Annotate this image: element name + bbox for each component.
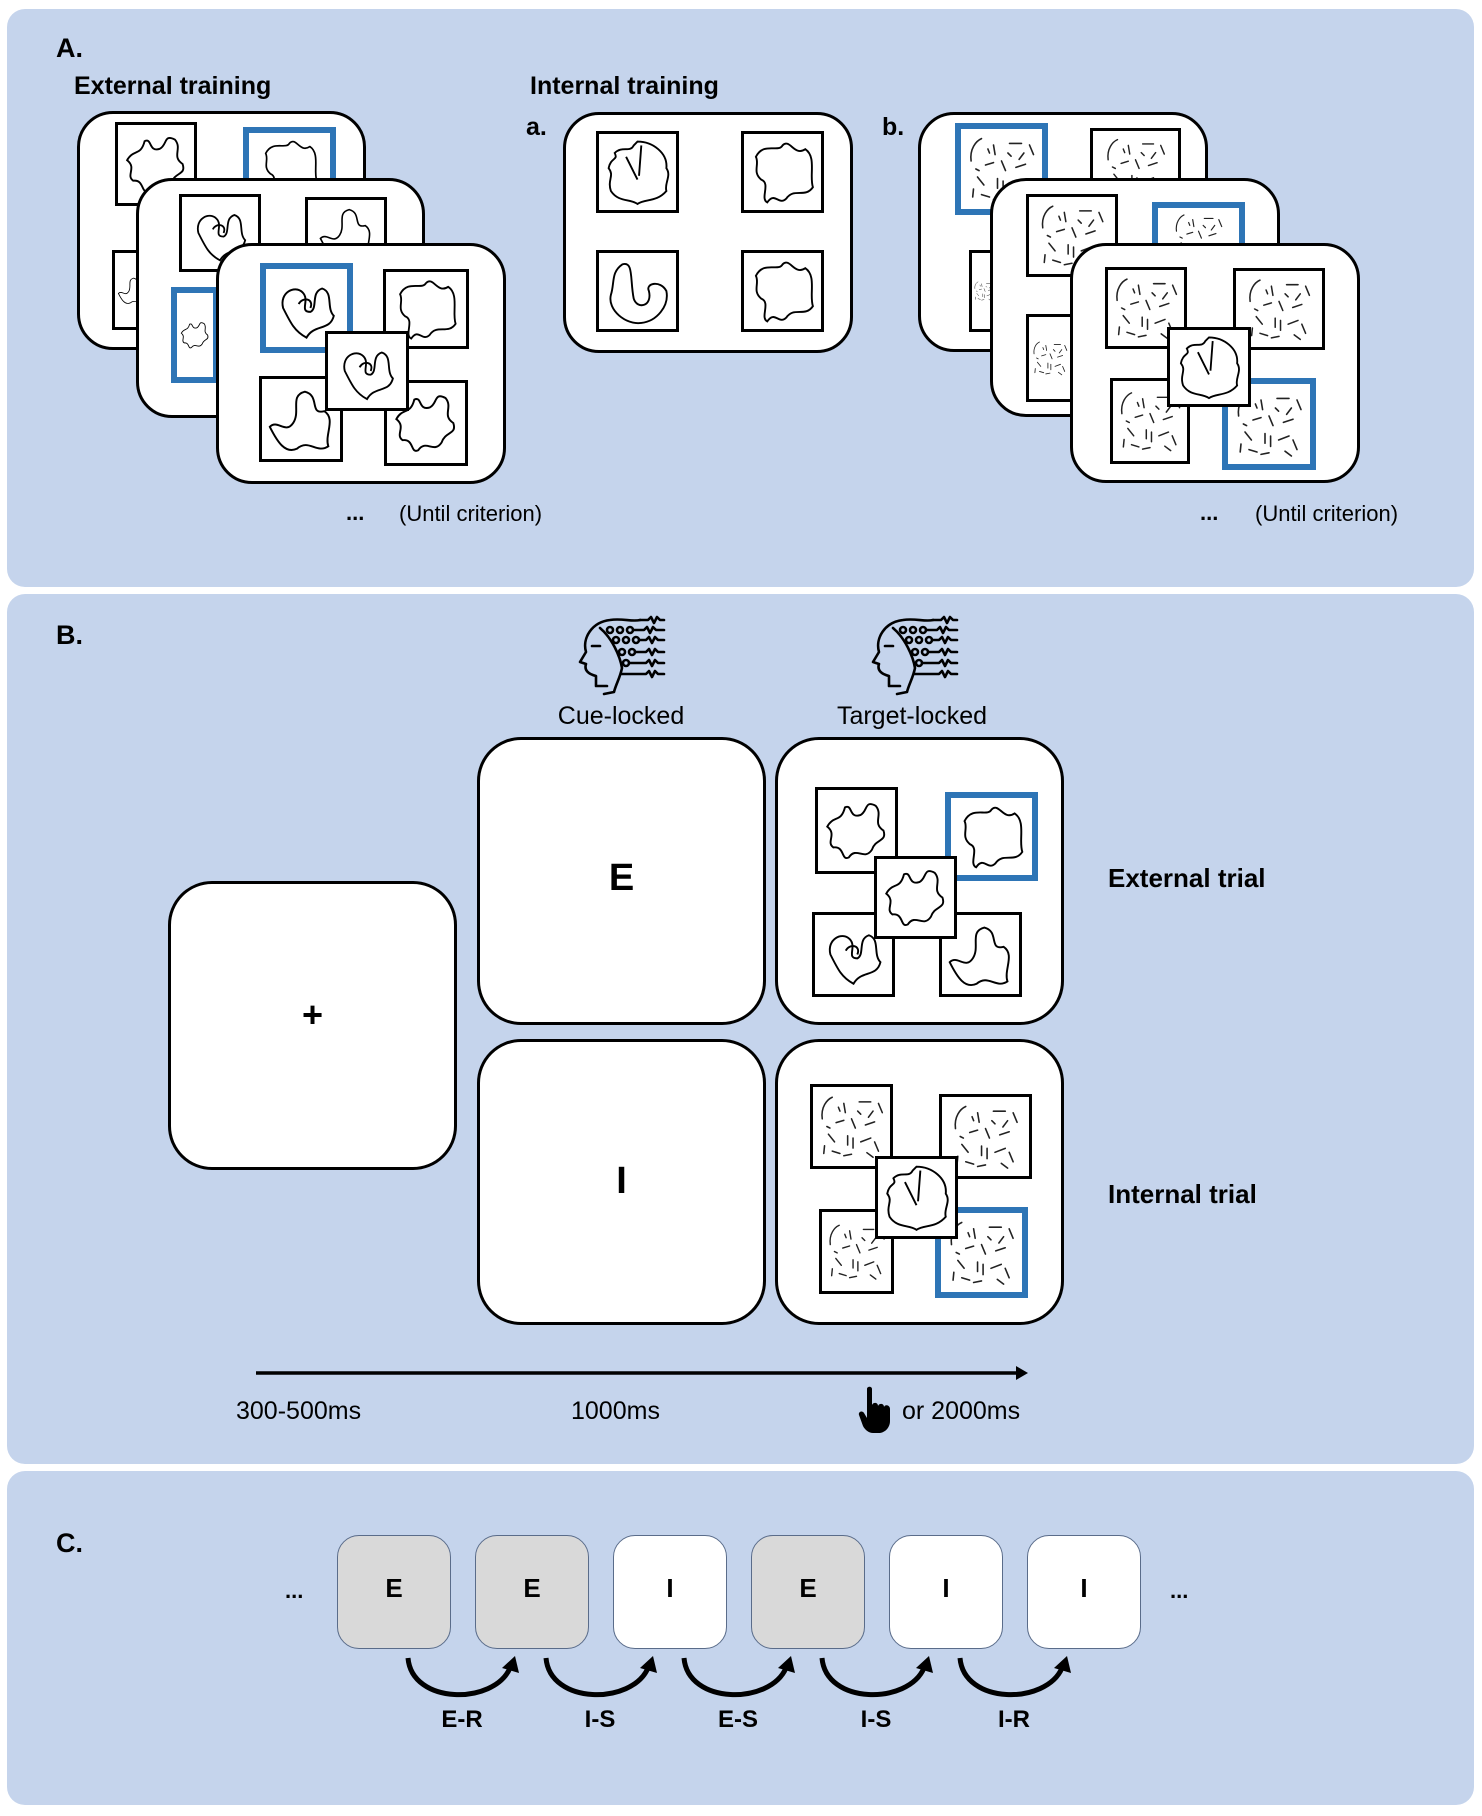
sub-label-a: a. [526, 113, 547, 141]
trial-letter: I [666, 1573, 674, 1603]
target-screen-internal [775, 1039, 1064, 1325]
timeline-fixation-duration: 300-500ms [236, 1397, 362, 1425]
timeline-cue-duration: 1000ms [571, 1397, 660, 1425]
probe-tile [874, 856, 957, 939]
trial-box-internal: I [889, 1535, 1003, 1649]
transition-label: E-R [441, 1706, 483, 1733]
internal-training-card-b3 [1070, 243, 1360, 483]
fixation-cross: + [301, 994, 324, 1035]
transition-arrow [957, 1656, 1071, 1697]
timeline-response-duration: or 2000ms [902, 1397, 1021, 1425]
trial-box-internal: I [613, 1535, 727, 1649]
cue-screen-external: E [477, 737, 766, 1025]
trial-letter: I [1080, 1573, 1088, 1603]
stimulus-tile [384, 380, 468, 466]
trial-box-internal: I [1027, 1535, 1141, 1649]
noise-tile [1233, 268, 1325, 350]
internal-training-title: Internal training [530, 72, 719, 100]
external-training-title: External training [74, 72, 272, 100]
transition-arrow [543, 1656, 657, 1697]
transition-arrow [819, 1656, 933, 1697]
cue-letter-i: I [616, 1160, 627, 1202]
ellipsis: ... [1200, 500, 1219, 525]
panel-c-label: C. [56, 1528, 83, 1558]
timeline-arrow [256, 1366, 1028, 1380]
transition-arrow [681, 1656, 795, 1697]
transition-arrow [405, 1656, 519, 1697]
cue-screen-internal: I [477, 1039, 766, 1325]
eeg-head-icon [578, 615, 666, 696]
internal-training-card-a [563, 112, 853, 353]
until-criterion-note: (Until criterion) [1255, 501, 1399, 526]
panel-b-label: B. [56, 620, 83, 650]
transition-label: I-R [998, 1706, 1030, 1733]
noise-tile [939, 1094, 1032, 1179]
ellipsis-right: ... [1170, 1578, 1189, 1603]
external-trial-label: External trial [1108, 863, 1266, 893]
cue-letter-e: E [608, 857, 635, 899]
probe-tile [325, 331, 409, 411]
trial-letter: E [385, 1573, 403, 1603]
ellipsis-left: ... [285, 1578, 304, 1603]
pointing-hand-icon [858, 1386, 890, 1433]
panel-a-label: A. [56, 33, 83, 63]
trial-box-external: E [751, 1535, 865, 1649]
transition-label: E-S [717, 1706, 758, 1733]
probe-tile [1167, 327, 1251, 407]
noise-tile [1026, 314, 1074, 402]
target-tile [945, 792, 1038, 881]
target-locked-label: Target-locked [836, 702, 988, 730]
target-screen-external [775, 737, 1064, 1025]
transition-label: I-S [584, 1706, 616, 1733]
noise-tile [810, 1084, 893, 1169]
probe-tile [875, 1156, 958, 1239]
trial-box-external: E [475, 1535, 589, 1649]
external-training-card-3 [216, 243, 506, 484]
eeg-head-icon [871, 615, 959, 696]
stimulus-tile [596, 131, 679, 213]
internal-trial-label: Internal trial [1108, 1179, 1257, 1209]
transition-label: I-S [860, 1706, 892, 1733]
trial-box-external: E [337, 1535, 451, 1649]
stimulus-tile [741, 131, 824, 213]
stimulus-tile [741, 250, 824, 332]
trial-letter: I [942, 1573, 950, 1603]
sub-label-b: b. [882, 113, 905, 141]
until-criterion-note: (Until criterion) [399, 501, 543, 526]
ellipsis: ... [346, 500, 365, 525]
cue-locked-label: Cue-locked [557, 702, 685, 730]
trial-letter: E [523, 1573, 541, 1603]
trial-letter: E [799, 1573, 817, 1603]
stimulus-tile [596, 250, 679, 332]
fixation-screen: + [168, 881, 457, 1170]
stimulus-tile [812, 912, 895, 997]
panel-c [7, 1471, 1474, 1805]
